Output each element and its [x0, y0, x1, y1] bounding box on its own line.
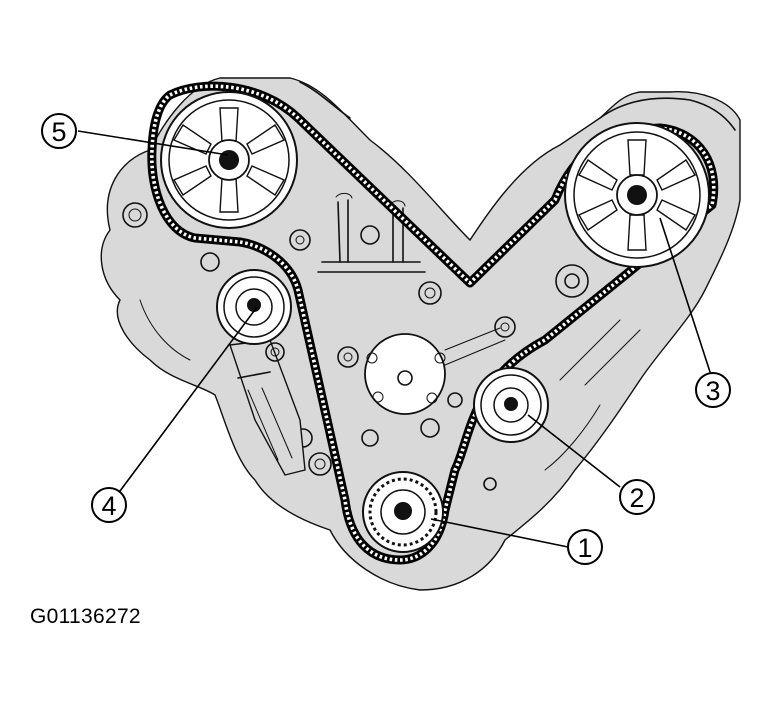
callout-5-label: 5: [51, 117, 66, 147]
callout-1-label: 1: [577, 533, 592, 563]
tensioner-pulley: [216, 269, 292, 345]
leader-1: [430, 518, 569, 548]
leader-5: [77, 130, 229, 156]
callout-3: 3: [695, 372, 731, 408]
callout-2-label: 2: [629, 483, 644, 513]
leader-3: [659, 217, 712, 376]
idler-pulley: [473, 367, 549, 443]
leader-lines: [77, 130, 712, 548]
left-camshaft-pulley: [160, 91, 298, 229]
right-camshaft-pulley: [564, 122, 710, 268]
callout-5: 5: [41, 113, 77, 149]
callout-1: 1: [567, 529, 603, 565]
leader-4: [119, 306, 258, 492]
figure-id-label: G01136272: [30, 605, 141, 628]
callout-2: 2: [619, 479, 655, 515]
callout-3-label: 3: [705, 376, 720, 406]
crankshaft-sprocket: [362, 471, 444, 553]
engine-detail: [122, 192, 641, 491]
leader-2: [527, 414, 621, 488]
callout-4: 4: [91, 487, 127, 523]
callout-4-label: 4: [101, 491, 116, 521]
